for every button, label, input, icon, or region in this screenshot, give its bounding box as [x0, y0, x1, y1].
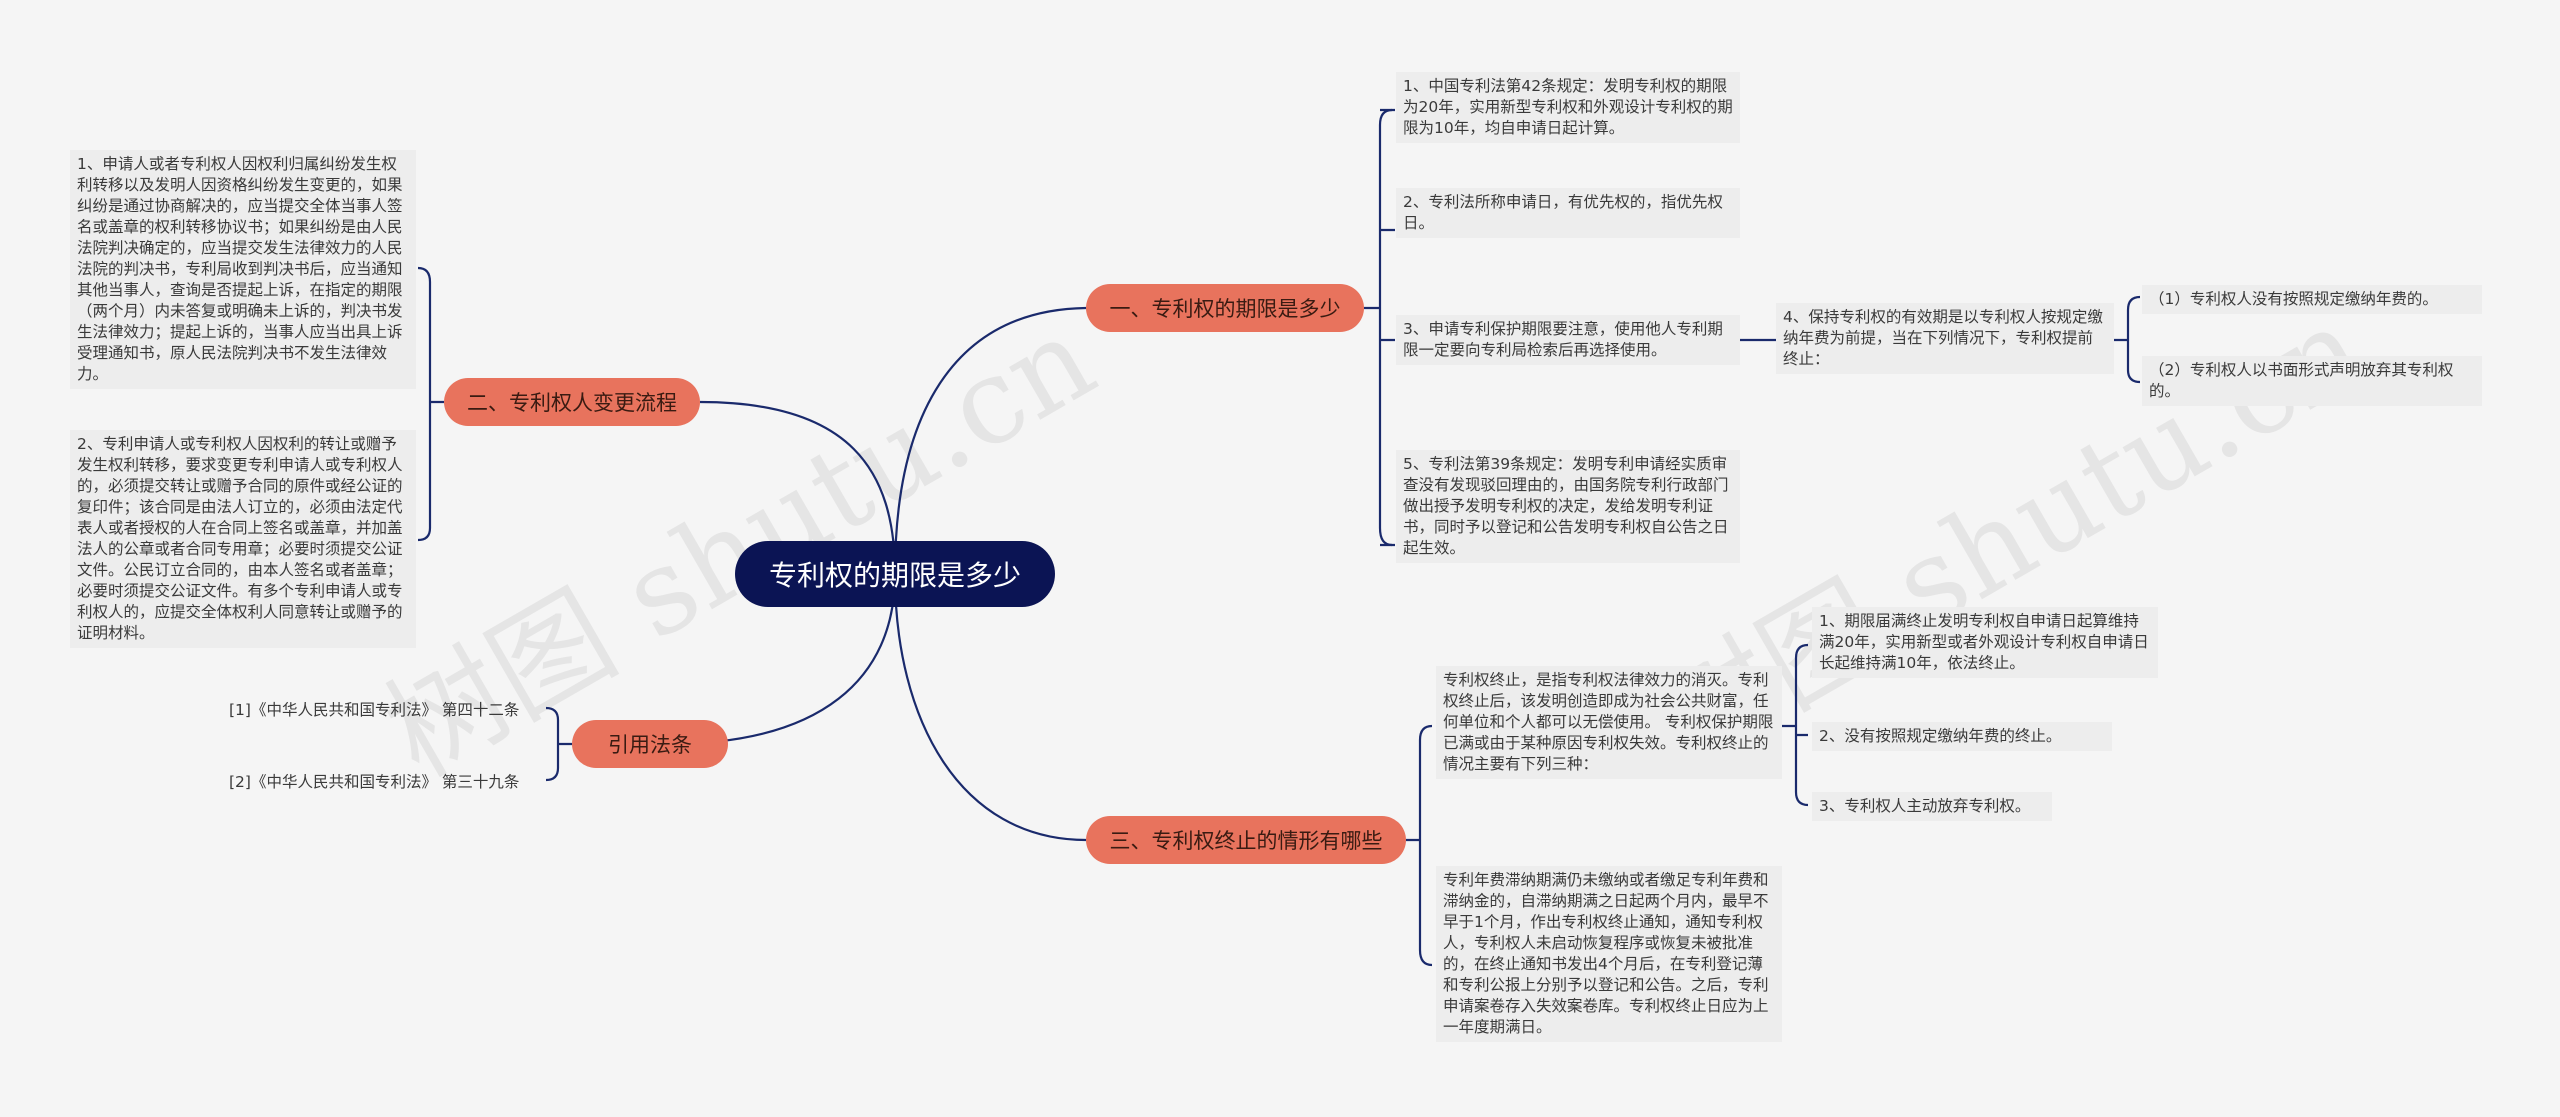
leaf-annual-fee-premise: 4、保持专利权的有效期是以专利权人按规定缴纳年费为前提，当在下列情况下，专利权提…	[1776, 303, 2114, 374]
leaf-application-date: 2、专利法所称申请日，有优先权的，指优先权日。	[1396, 188, 1740, 238]
leaf-unpaid-fee-termination: 2、没有按照规定缴纳年费的终止。	[1812, 722, 2112, 751]
leaf-ownership-dispute: 1、申请人或者专利权人因权利归属纠纷发生权利转移以及发明人因资格纠纷发生变更的，…	[70, 150, 416, 389]
leaf-transfer-gift: 2、专利申请人或专利权人因权利的转让或赠予发生权利转移，要求变更专利申请人或专利…	[70, 430, 416, 648]
leaf-search-before-use: 3、申请专利保护期限要注意，使用他人专利期限一定要向专利局检索后再选择使用。	[1396, 315, 1740, 365]
link-b1-bracket	[1364, 108, 1393, 547]
leaf-written-abandon: （2）专利权人以书面形式声明放弃其专利权的。	[2142, 356, 2482, 406]
leaf-voluntary-abandon: 3、专利权人主动放弃专利权。	[1812, 792, 2052, 821]
root-topic[interactable]: 专利权的期限是多少	[735, 541, 1055, 607]
leaf-term-rule-39: 5、专利法第39条规定：发明专利申请经实质审查没有发现驳回理由的，由国务院专利行…	[1396, 450, 1740, 563]
leaf-cite-art42: [1]《中华人民共和国专利法》 第四十二条	[229, 701, 520, 719]
link-root-b2	[699, 400, 897, 575]
link-root-b1	[893, 306, 1087, 575]
leaf-term-rule-42: 1、中国专利法第42条规定：发明专利权的期限为20年，实用新型专利权和外观设计专…	[1396, 72, 1740, 143]
branch-patentee-change[interactable]: 二、专利权人变更流程	[444, 378, 700, 426]
leaf-late-fee-process: 专利年费滞纳期满仍未缴纳或者缴足专利年费和滞纳金的，自滞纳期满之日起两个月内，最…	[1436, 866, 1782, 1042]
link-root-b4	[893, 573, 1087, 842]
leaf-term-expiry: 1、期限届满终止发明专利权自申请日起算维持满20年，实用新型或者外观设计专利权自…	[1812, 607, 2158, 678]
leaf-termination-definition: 专利权终止，是指专利权法律效力的消灭。专利权终止后，该发明创造即成为社会公共财富…	[1436, 666, 1782, 779]
branch-patent-termination[interactable]: 三、专利权终止的情形有哪些	[1086, 816, 1406, 864]
branch-cited-law[interactable]: 引用法条	[572, 720, 728, 768]
branch-patent-term[interactable]: 一、专利权的期限是多少	[1086, 284, 1364, 332]
leaf-cite-art39: [2]《中华人民共和国专利法》 第三十九条	[229, 773, 520, 791]
leaf-no-fee-paid: （1）专利权人没有按照规定缴纳年费的。	[2142, 285, 2482, 314]
